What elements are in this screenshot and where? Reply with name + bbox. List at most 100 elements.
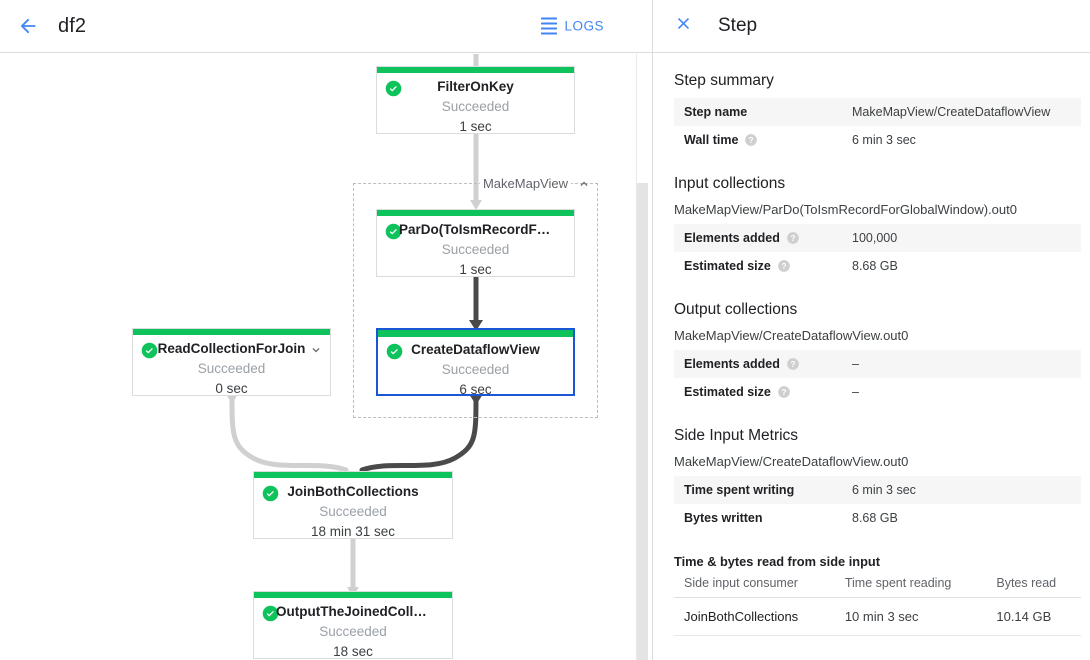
row-value: MakeMapView/CreateDataflowView bbox=[842, 98, 1081, 126]
row-key-label: Elements added bbox=[684, 231, 780, 245]
table-row: Elements added? – bbox=[674, 350, 1081, 378]
svg-text:?: ? bbox=[781, 262, 786, 271]
node-body: ReadCollectionForJoin Succeeded 0 sec bbox=[133, 339, 330, 399]
logs-button[interactable]: LOGS bbox=[541, 17, 604, 35]
close-icon bbox=[674, 14, 693, 38]
graph-vertical-scrollbar-thumb[interactable] bbox=[637, 183, 648, 660]
node-status: Succeeded bbox=[319, 624, 387, 639]
graph-node-readcollectionforjoin[interactable]: ReadCollectionForJoin Succeeded 0 sec bbox=[132, 328, 331, 396]
row-key: Time spent writing bbox=[674, 476, 842, 504]
graph-node-createdataflowview[interactable]: CreateDataflowView Succeeded 6 sec bbox=[376, 328, 575, 397]
node-status: Succeeded bbox=[441, 99, 510, 114]
row-value: 6 min 3 sec bbox=[842, 476, 1081, 504]
check-circle-icon bbox=[385, 80, 402, 97]
table-row: Elements added? 100,000 bbox=[674, 224, 1081, 252]
table-row: Time spent writing 6 min 3 sec bbox=[674, 476, 1081, 504]
side-input-metrics-path: MakeMapView/CreateDataflowView.out0 bbox=[674, 454, 909, 469]
row-key-label: Wall time bbox=[684, 133, 739, 147]
row-key: Step name bbox=[674, 98, 842, 126]
logs-list-icon bbox=[541, 17, 558, 35]
table-row: Wall time? 6 min 3 sec bbox=[674, 126, 1081, 154]
job-graph-pane: df2 LOGS bbox=[0, 0, 652, 660]
column-header-side-input-consumer: Side input consumer bbox=[674, 572, 835, 598]
job-header: df2 LOGS bbox=[0, 0, 652, 53]
output-collections-table: Elements added? – Estimated size? – bbox=[674, 350, 1081, 406]
node-status-bar bbox=[254, 592, 452, 598]
graph-node-filteronkey[interactable]: FilterOnKey Succeeded 1 sec bbox=[376, 66, 575, 134]
node-status-bar bbox=[254, 472, 452, 478]
arrow-back-icon bbox=[17, 15, 39, 37]
row-value: 6 min 3 sec bbox=[852, 133, 916, 147]
node-title: FilterOnKey bbox=[437, 79, 514, 94]
row-key-label: Elements added bbox=[684, 357, 780, 371]
svg-text:?: ? bbox=[790, 360, 795, 369]
node-body: ParDo(ToIsmRecordFor… Succeeded 1 sec bbox=[377, 220, 574, 280]
side-input-metrics-table: Time spent writing 6 min 3 sec Bytes wri… bbox=[674, 476, 1081, 532]
check-circle-icon bbox=[386, 343, 403, 360]
input-collections-heading: Input collections bbox=[674, 175, 786, 192]
job-graph-canvas[interactable]: MakeMapView FilterOnKey Succeeded 1 sec bbox=[0, 54, 636, 660]
graph-node-outputthejoinedcollection[interactable]: OutputTheJoinedCollec… Succeeded 18 sec bbox=[253, 591, 453, 659]
chevron-up-icon[interactable] bbox=[577, 177, 591, 191]
node-status: Succeeded bbox=[441, 362, 510, 377]
table-row: Estimated size? 8.68 GB bbox=[674, 252, 1081, 280]
help-icon[interactable]: ? bbox=[777, 259, 791, 273]
node-body: JoinBothCollections Succeeded 18 min 31 … bbox=[254, 482, 452, 542]
composite-label: MakeMapView bbox=[479, 176, 571, 191]
logs-button-label: LOGS bbox=[564, 18, 604, 34]
table-row[interactable]: JoinBothCollections 10 min 3 sec 10.14 G… bbox=[674, 597, 1081, 636]
node-time: 6 sec bbox=[459, 382, 492, 397]
help-icon[interactable]: ? bbox=[744, 133, 758, 147]
job-name-title: df2 bbox=[58, 14, 87, 37]
output-collections-heading: Output collections bbox=[674, 301, 798, 318]
help-icon[interactable]: ? bbox=[777, 385, 791, 399]
row-value: 100,000 bbox=[842, 224, 1081, 252]
node-status: Succeeded bbox=[197, 361, 266, 376]
node-time: 0 sec bbox=[215, 381, 248, 396]
node-status-bar bbox=[377, 210, 574, 216]
back-button[interactable] bbox=[6, 4, 50, 48]
help-icon[interactable]: ? bbox=[786, 231, 800, 245]
node-title: CreateDataflowView bbox=[411, 342, 540, 357]
node-time: 18 sec bbox=[333, 644, 373, 659]
cell-time-spent-reading: 10 min 3 sec bbox=[834, 597, 987, 636]
node-body: FilterOnKey Succeeded 1 sec bbox=[377, 77, 574, 137]
row-value: – bbox=[842, 350, 1081, 378]
side-input-metrics-heading: Side Input Metrics bbox=[674, 427, 799, 444]
node-status-bar bbox=[378, 330, 573, 337]
close-panel-button[interactable] bbox=[663, 6, 703, 46]
node-body: CreateDataflowView Succeeded 6 sec bbox=[378, 340, 573, 400]
help-icon[interactable]: ? bbox=[786, 357, 800, 371]
row-key: Wall time? bbox=[674, 126, 842, 154]
cell-bytes-read: 10.14 GB bbox=[986, 597, 1081, 636]
node-title: ReadCollectionForJoin bbox=[157, 341, 306, 356]
table-row: Bytes written 8.68 GB bbox=[674, 504, 1081, 532]
node-title: ParDo(ToIsmRecordFor… bbox=[399, 222, 552, 237]
check-circle-icon bbox=[385, 223, 402, 240]
composite-container-makemapview[interactable]: MakeMapView bbox=[353, 176, 598, 418]
row-key: Elements added? bbox=[674, 350, 842, 378]
input-collections-table: Elements added? 100,000 Estimated size? … bbox=[674, 224, 1081, 280]
row-value: 8.68 GB bbox=[852, 259, 898, 273]
node-time: 18 min 31 sec bbox=[310, 524, 396, 539]
table-header-row: Side input consumer Time spent reading B… bbox=[674, 572, 1081, 598]
node-status-bar bbox=[133, 329, 330, 335]
side-input-read-table: Side input consumer Time spent reading B… bbox=[674, 572, 1081, 636]
chevron-down-icon[interactable] bbox=[309, 343, 323, 357]
row-key: Estimated size? bbox=[674, 378, 842, 406]
node-time: 1 sec bbox=[459, 119, 492, 134]
graph-node-pardo-toismrecordfor[interactable]: ParDo(ToIsmRecordFor… Succeeded 1 sec bbox=[376, 209, 575, 277]
step-panel-body: Step summary Step name MakeMapView/Creat… bbox=[653, 53, 1090, 660]
svg-text:?: ? bbox=[781, 388, 786, 397]
table-row: Estimated size? – bbox=[674, 378, 1081, 406]
node-body: OutputTheJoinedCollec… Succeeded 18 sec bbox=[254, 602, 452, 660]
graph-node-joinbothcollections[interactable]: JoinBothCollections Succeeded 18 min 31 … bbox=[253, 471, 453, 539]
step-summary-table: Step name MakeMapView/CreateDataflowView… bbox=[674, 98, 1081, 154]
node-status: Succeeded bbox=[319, 504, 387, 519]
step-details-pane: Step Step summary Step name MakeMapView/… bbox=[652, 0, 1090, 660]
check-circle-icon bbox=[141, 342, 158, 359]
check-circle-icon bbox=[262, 485, 279, 502]
check-circle-icon bbox=[262, 605, 279, 622]
row-value: 8.68 GB bbox=[852, 511, 898, 525]
svg-text:?: ? bbox=[790, 234, 795, 243]
